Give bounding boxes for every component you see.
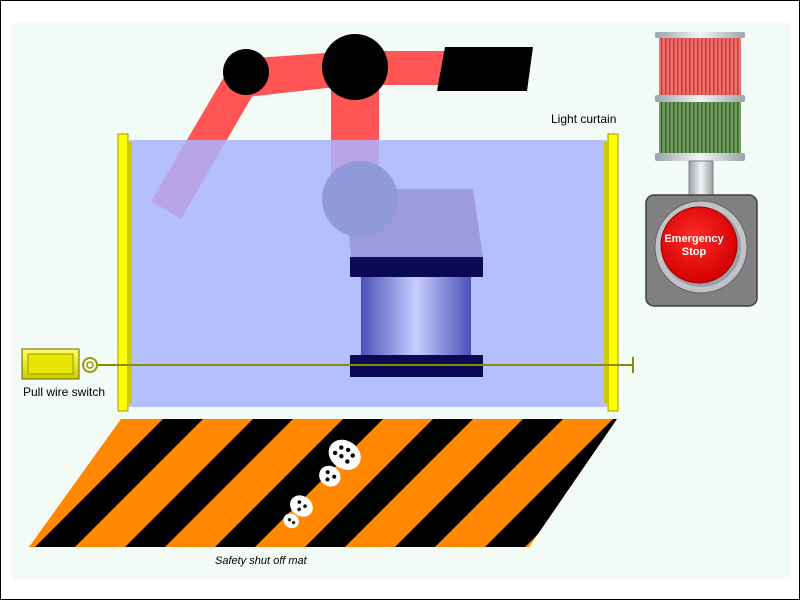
emergency-stop[interactable]: [645, 194, 758, 307]
stack-light-green: [659, 102, 741, 154]
robot-pedestal: [350, 257, 483, 377]
emergency-stop-label: Emergency Stop: [654, 233, 734, 259]
light-curtain-right-post: [604, 133, 619, 412]
stack-light-red: [659, 38, 741, 96]
light-curtain-left-post: [117, 133, 132, 412]
robot-base-cylinder: [361, 277, 471, 355]
emergency-stop-label-line1: Emergency: [664, 233, 724, 245]
pull-wire-switch[interactable]: [21, 348, 98, 380]
stack-light: [655, 32, 745, 197]
robot-gripper: [437, 47, 533, 91]
emergency-stop-label-line2: Stop: [681, 246, 707, 258]
robot-shoulder-joint: [322, 34, 388, 100]
safety-mat-label: Safety shut off mat: [215, 555, 307, 567]
pull-wire-switch-label: Pull wire switch: [23, 385, 106, 399]
stack-light-pipe: [688, 160, 714, 197]
emergency-stop-button[interactable]: [660, 206, 738, 284]
robot-base-band: [350, 257, 483, 277]
light-curtain-label: Light curtain: [551, 112, 617, 126]
footprints-icon: [283, 439, 361, 529]
robot-elbow-joint: [223, 49, 269, 95]
